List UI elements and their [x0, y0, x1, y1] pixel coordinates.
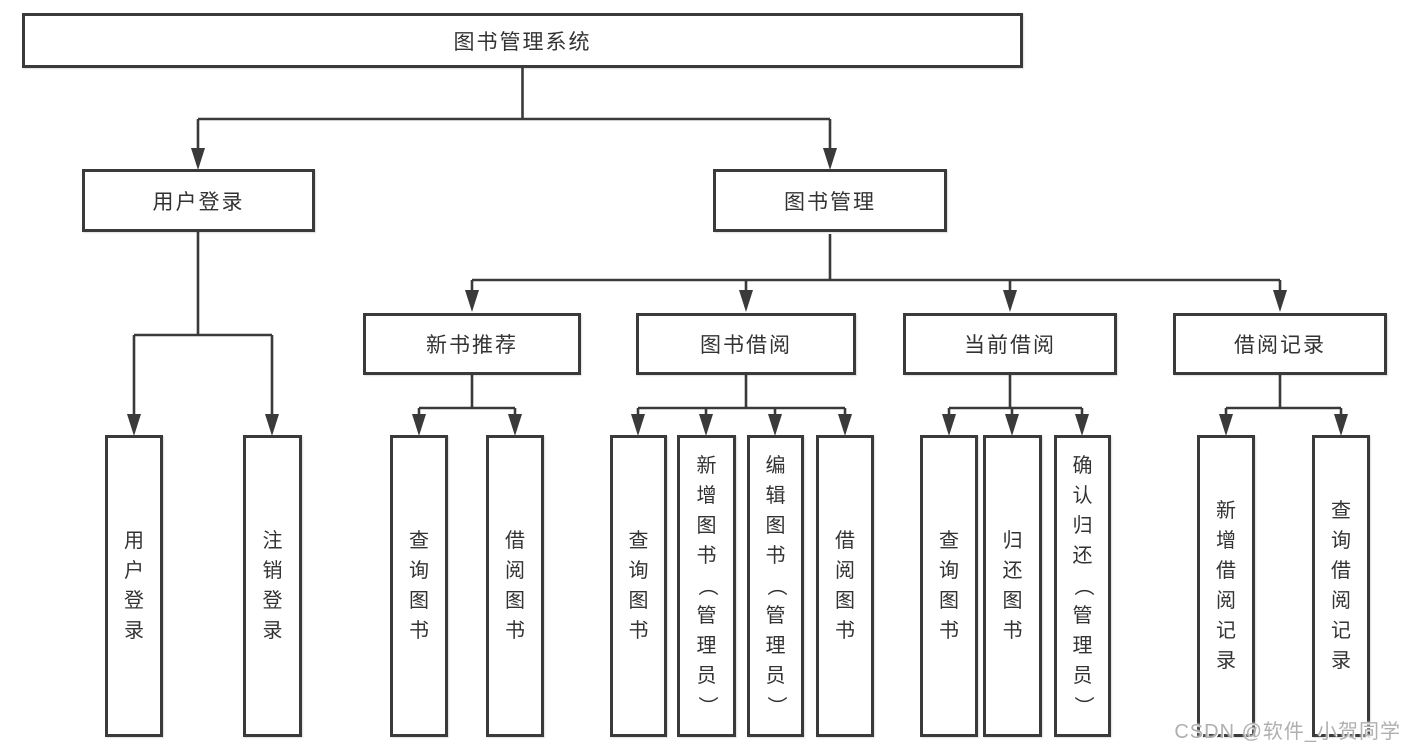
leaf-label: 借阅图书: [835, 530, 855, 642]
leaf-query-books-recommend: 查询图书: [390, 435, 448, 737]
leaf-label: 归还图书: [1002, 530, 1023, 642]
leaf-add-book-admin: 新增图书（管理员）: [677, 435, 736, 737]
leaf-query-borrow-record: 查询借阅记录: [1312, 435, 1370, 737]
leaf-user-login: 用户登录: [105, 435, 163, 737]
node-label: 图书管理系统: [453, 30, 592, 54]
leaf-return-books: 归还图书: [983, 435, 1042, 737]
leaf-label: 查询图书: [409, 530, 429, 642]
leaf-borrow-books: 借阅图书: [816, 435, 874, 737]
leaf-borrow-books-recommend: 借阅图书: [486, 435, 544, 737]
node-book-borrow: 图书借阅: [636, 313, 856, 375]
csdn-watermark: CSDN @软件_小贺同学: [1174, 721, 1401, 743]
leaf-label: 查询图书: [939, 530, 959, 642]
node-current-borrow: 当前借阅: [903, 313, 1117, 375]
leaf-label: 查询图书: [628, 530, 649, 642]
leaf-add-borrow-record: 新增借阅记录: [1197, 435, 1255, 737]
node-book-management: 图书管理: [713, 169, 947, 232]
leaf-label: 用户登录: [124, 530, 144, 642]
leaf-query-books-borrow: 查询图书: [610, 435, 667, 737]
leaf-label: 借阅图书: [505, 530, 525, 642]
node-user-login: 用户登录: [82, 169, 315, 232]
node-library-management-system: 图书管理系统: [22, 13, 1023, 68]
node-label: 图书借阅: [700, 334, 792, 357]
leaf-logout: 注销登录: [243, 435, 302, 737]
node-new-book-recommend: 新书推荐: [363, 313, 581, 375]
leaf-edit-book-admin: 编辑图书（管理员）: [747, 435, 804, 737]
leaf-query-books-current: 查询图书: [920, 435, 978, 737]
node-label: 用户登录: [152, 190, 245, 214]
node-borrow-records: 借阅记录: [1173, 313, 1387, 375]
leaf-label: 注销登录: [262, 530, 283, 642]
node-label: 新书推荐: [426, 334, 518, 357]
leaf-label: 确认归还（管理员）: [1071, 455, 1094, 716]
leaf-label: 查询借阅记录: [1331, 500, 1351, 672]
leaf-label: 新增图书（管理员）: [695, 455, 718, 716]
leaf-confirm-return-admin: 确认归还（管理员）: [1054, 435, 1111, 737]
node-label: 图书管理: [784, 190, 876, 214]
leaf-label: 新增借阅记录: [1216, 500, 1236, 672]
node-label: 借阅记录: [1234, 334, 1326, 357]
arrowheads: [127, 148, 1348, 436]
node-label: 当前借阅: [964, 334, 1056, 357]
leaf-label: 编辑图书（管理员）: [764, 455, 787, 716]
